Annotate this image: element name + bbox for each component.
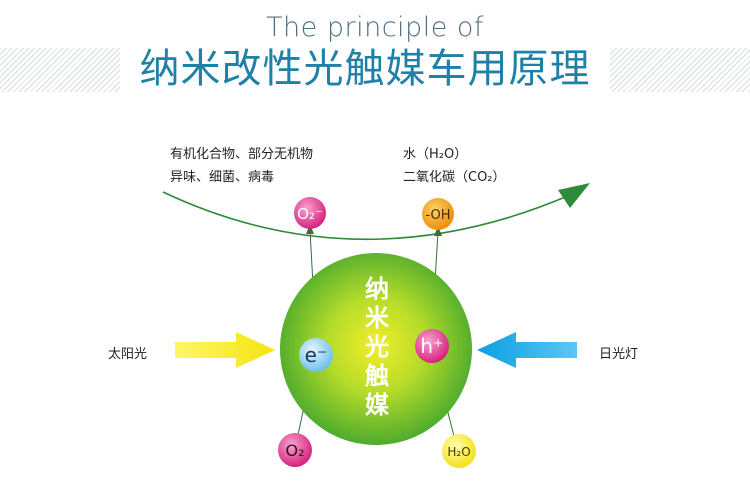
electron-particle: e⁻ [299,338,333,372]
hydroxyl-particle: -OH [422,198,454,230]
reaction-curve-arrowhead [558,183,590,208]
arrowhead-hydroxyl [434,226,442,236]
catalyst-char-5: 媒 [365,391,390,419]
product-co2: 二氧化碳（CO₂） [403,170,506,185]
oxygen-label: O₂ [285,441,304,460]
superoxide-particle: O₂⁻ [294,197,326,229]
catalyst-char-4: 触 [365,362,389,390]
header-stripes-left [0,48,120,92]
hole-particle: h⁺ [415,329,449,363]
electron-label: e⁻ [305,343,328,367]
sunlight-arrow [175,332,275,368]
page-title: 纳米改性光触媒车用原理 [139,46,591,92]
header-stripes-right [610,48,750,92]
reaction-curve-arrow [162,191,571,241]
pollutants-line-1: 有机化合物、部分无机物 [170,147,314,162]
pollutants-line-2: 异味、细菌、病毒 [170,170,275,185]
catalyst-char-2: 米 [365,304,389,332]
water-label: H₂O [447,445,470,459]
superoxide-label: O₂⁻ [297,205,323,223]
lamp-label: 日光灯 [599,347,639,362]
water-particle: H₂O [442,434,476,468]
oxygen-particle: O₂ [278,433,312,467]
product-water: 水（H₂O） [403,147,468,162]
hydroxyl-label: -OH [425,208,450,223]
catalyst-label: 纳 米 光 触 媒 [364,275,390,419]
hole-label: h⁺ [420,334,443,358]
pollutants-label: 有机化合物、部分无机物 异味、细菌、病毒 [170,143,313,189]
header-subtitle: The principle of [266,12,484,43]
catalyst-char-3: 光 [364,333,389,361]
lamp-arrow [477,332,577,368]
products-label: 水（H₂O） 二氧化碳（CO₂） [403,143,506,189]
sunlight-label: 太阳光 [108,347,148,362]
catalyst-char-1: 纳 [365,275,389,303]
catalyst-sphere [280,253,472,445]
